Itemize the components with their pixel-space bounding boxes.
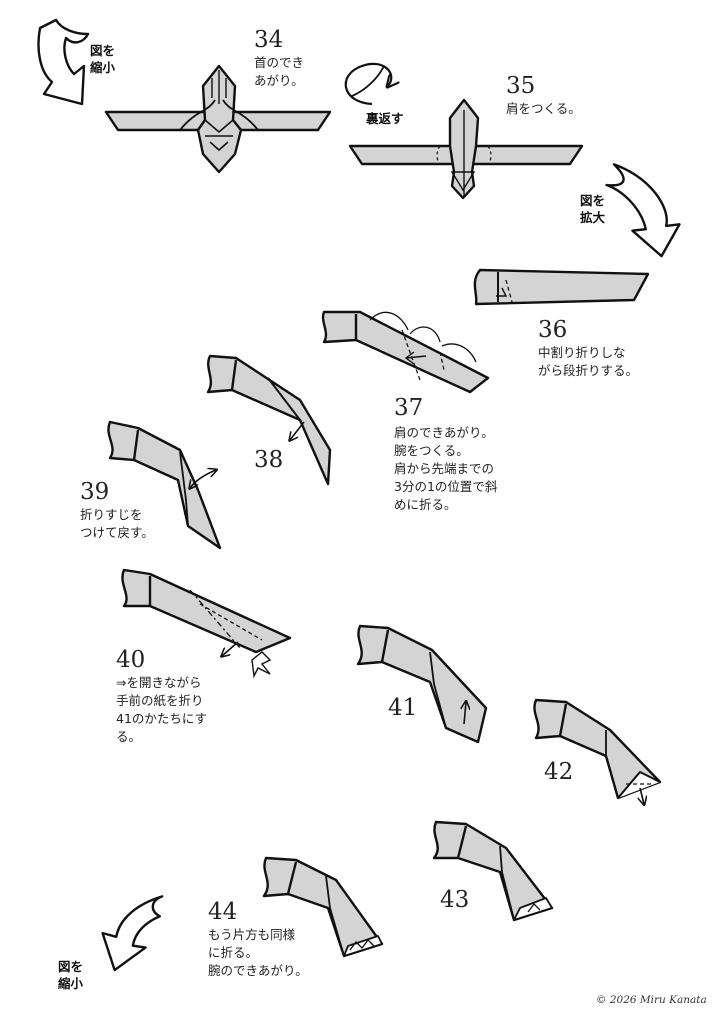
flip-label: 裏返す <box>366 111 404 126</box>
reduce-label-top: 図を 縮小 <box>90 43 116 75</box>
step-41-number: 41 <box>388 695 418 721</box>
step-40-text: ⇒を開きながら 手前の紙を折り 41のかたちにす る。 <box>116 675 208 744</box>
reduce-arrow-top-icon <box>37 18 90 106</box>
flip-icon <box>344 62 392 106</box>
diagram-step-44 <box>262 856 384 958</box>
step-42-number: 42 <box>544 759 574 785</box>
step-37-text: 肩のできあがり。 腕をつくる。 肩から先端までの 3分の1の位置で斜 めに折る。 <box>394 425 498 512</box>
step-36-number: 36 <box>538 317 568 343</box>
enlarge-label: 図を 拡大 <box>580 193 606 225</box>
diagram-step-42 <box>533 698 662 804</box>
step-43-number: 43 <box>440 887 470 913</box>
step-39-number: 39 <box>80 479 110 505</box>
diagram-step-34 <box>104 64 332 174</box>
diagram-step-38 <box>206 354 332 486</box>
diagram-step-43 <box>432 820 554 922</box>
step-37-number: 37 <box>394 395 424 421</box>
step-35-number: 35 <box>506 73 536 99</box>
step-34-number: 34 <box>254 27 284 53</box>
step-44-text: もう片方も同様 に折る。 腕のできあがり。 <box>208 927 308 978</box>
diagram-step-39 <box>107 420 222 550</box>
step-40-number: 40 <box>116 647 146 673</box>
copyright: © 2026 Miru Kanata <box>596 994 707 1006</box>
diagram-step-36 <box>473 268 650 306</box>
enlarge-arrow-icon <box>605 163 681 258</box>
reduce-label-bottom: 図を 縮小 <box>58 959 84 991</box>
step-35-text: 肩をつくる。 <box>506 101 581 116</box>
step-36-text: 中割り折りしな がら段折りする。 <box>538 345 639 378</box>
step-44-number: 44 <box>208 899 238 925</box>
step-34-text: 首のでき あがり。 <box>254 55 305 88</box>
step-38-number: 38 <box>254 447 284 473</box>
diagram-step-40 <box>121 568 292 679</box>
step-39-text: 折りすじを つけて戻す。 <box>80 507 154 540</box>
diagram-step-41 <box>356 624 488 744</box>
reduce-arrow-bottom-icon <box>101 895 164 972</box>
diagram-step-37 <box>321 310 490 394</box>
diagram-step-35 <box>348 98 584 200</box>
